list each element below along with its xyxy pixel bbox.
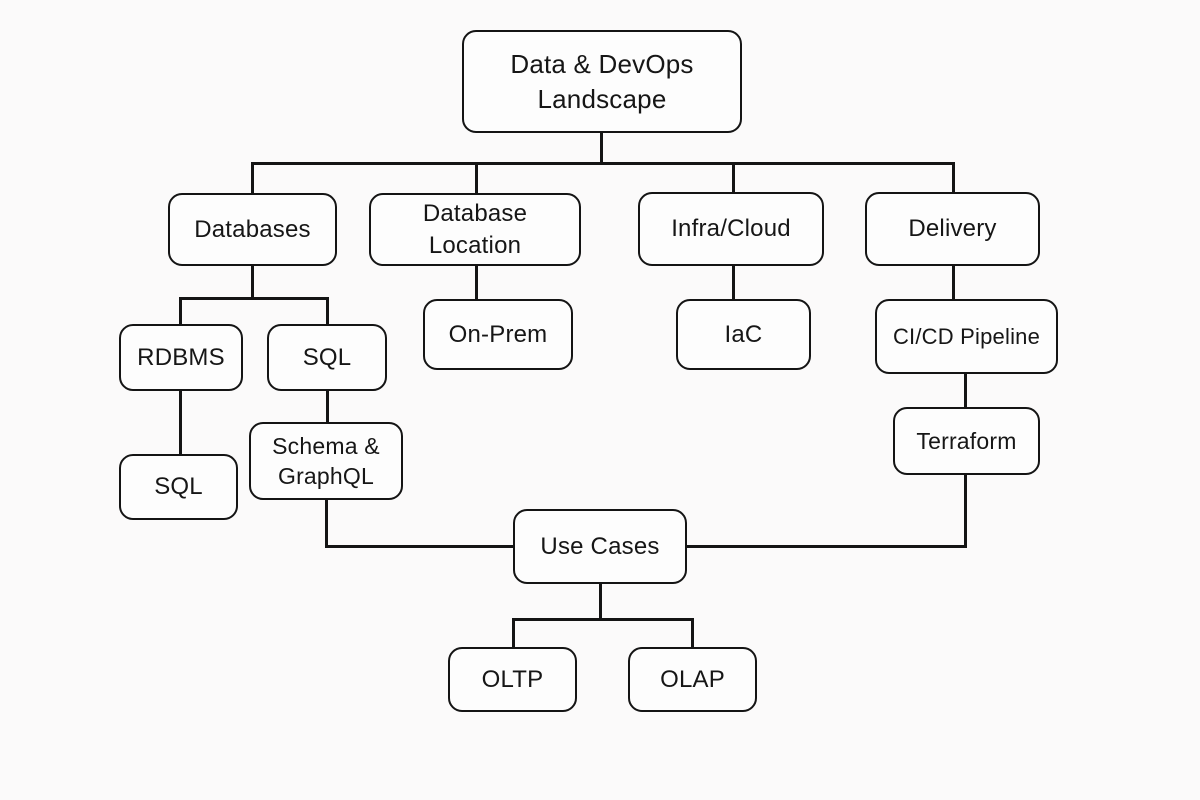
node-databases: Databases <box>168 193 337 266</box>
connector-top-bus <box>251 162 955 165</box>
connector-subbus-to-oltp <box>512 618 515 649</box>
node-iac: IaC <box>676 299 811 370</box>
connector-dblocation-to-onprem <box>475 264 478 301</box>
connector-subbus-to-rdbms <box>179 297 182 326</box>
node-cicd-pipeline: CI/CD Pipeline <box>875 299 1058 374</box>
connector-subbus-to-sql <box>326 297 329 326</box>
connector-usecases-to-subbus <box>599 582 602 620</box>
connector-schema-down <box>325 498 328 548</box>
connector-delivery-to-cicd <box>952 265 955 301</box>
connector-usecases-subbus <box>512 618 694 621</box>
node-delivery: Delivery <box>865 192 1040 266</box>
node-oltp: OLTP <box>448 647 577 712</box>
node-on-prem: On-Prem <box>423 299 573 370</box>
node-terraform: Terraform <box>893 407 1040 475</box>
connector-subbus-to-olap <box>691 618 694 649</box>
connector-sql-to-schema <box>326 389 329 424</box>
node-database-location: Database Location <box>369 193 581 266</box>
connector-bus-to-delivery <box>952 162 955 194</box>
node-infra-cloud: Infra/Cloud <box>638 192 824 266</box>
node-sql-mid: SQL <box>267 324 387 391</box>
connector-schema-to-usecases <box>325 545 513 548</box>
connector-infracloud-to-iac <box>732 265 735 301</box>
node-sql-bottom: SQL <box>119 454 238 520</box>
connector-bus-to-infra-cloud <box>732 162 735 194</box>
connector-bus-to-databases <box>251 162 254 195</box>
node-use-cases: Use Cases <box>513 509 687 584</box>
connector-cicd-to-terraform <box>964 372 967 409</box>
connector-terraform-to-usecases <box>687 545 967 548</box>
node-olap: OLAP <box>628 647 757 712</box>
connector-root-to-bus <box>600 133 603 165</box>
node-schema-graphql: Schema & GraphQL <box>249 422 403 500</box>
connector-databases-subbus <box>179 297 329 300</box>
node-rdbms: RDBMS <box>119 324 243 391</box>
connector-bus-to-database-location <box>475 162 478 195</box>
node-data-devops-landscape: Data & DevOps Landscape <box>462 30 742 133</box>
connector-terraform-down <box>964 473 967 548</box>
connector-rdbms-to-sql-bottom <box>179 389 182 456</box>
connector-databases-to-subbus <box>251 265 254 300</box>
